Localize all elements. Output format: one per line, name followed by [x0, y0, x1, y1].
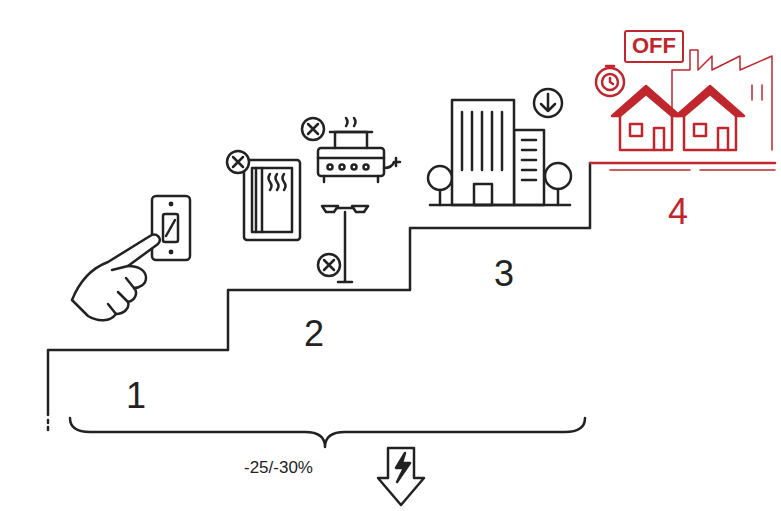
- saving-percentage: -25/-30%: [244, 459, 313, 478]
- cross-circle: [318, 254, 340, 276]
- down-arrow: [378, 448, 424, 505]
- bracket: [70, 418, 585, 447]
- lightning-symbol: [396, 453, 410, 482]
- top-step-line: [590, 162, 775, 165]
- step-number: 1: [126, 376, 146, 416]
- light-switch: [152, 196, 190, 260]
- off-badge: OFF: [624, 30, 684, 63]
- house-icon: [676, 86, 744, 150]
- staircase-dash: [47, 420, 50, 432]
- stove-icon: [318, 118, 400, 182]
- cross-circle: [227, 151, 249, 173]
- ground-line: [610, 169, 775, 171]
- step-number: 2: [304, 314, 324, 354]
- badge-text: OFF: [632, 34, 676, 58]
- timer-icon: [596, 66, 624, 96]
- cross-circle: [302, 118, 324, 140]
- heater-icon: [244, 160, 300, 240]
- factory-outline: [672, 50, 772, 150]
- house-icon: [612, 86, 680, 150]
- step-number: 4: [668, 192, 688, 232]
- down-arrow-circle: [534, 89, 562, 117]
- hand: [72, 235, 160, 321]
- step-number: 3: [494, 254, 514, 294]
